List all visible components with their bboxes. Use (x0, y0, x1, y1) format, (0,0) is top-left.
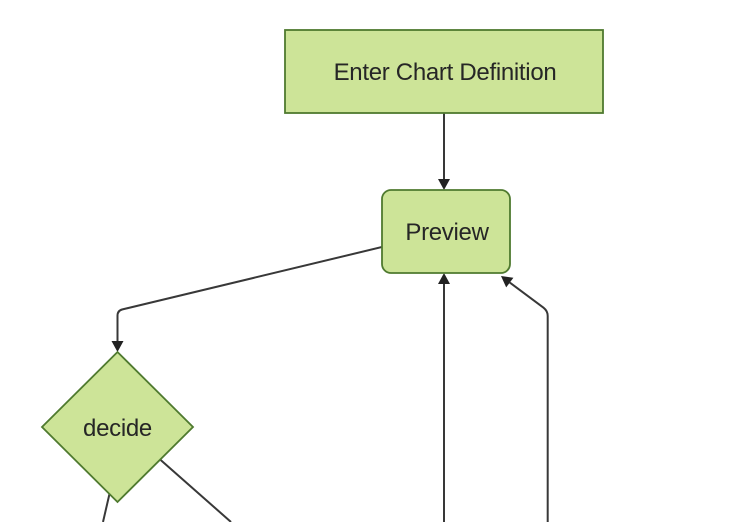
node-enter-chart-definition: Enter Chart Definition (284, 29, 604, 114)
edge-return-right-to-preview (501, 276, 549, 522)
edge-return-center-to-preview (438, 273, 450, 522)
edge-line (116, 246, 383, 342)
arrowhead-up-left-icon (501, 276, 514, 288)
node-decide: decide (40, 350, 195, 504)
edge-decide-branch-right (154, 454, 232, 522)
node-rect (284, 29, 604, 114)
node-label: Enter Chart Definition (334, 59, 557, 86)
edge-preview-to-decide (111, 246, 383, 352)
node-label: decide (83, 415, 152, 442)
node-preview: Preview (381, 189, 511, 274)
node-rounded-rect (381, 189, 511, 274)
arrowhead-up-icon (438, 273, 450, 284)
node-label: Preview (405, 219, 489, 246)
edge-enter-to-preview (438, 113, 450, 190)
node-diamond (40, 350, 195, 504)
arrowhead-down-icon (111, 341, 124, 352)
edge-line (154, 454, 232, 522)
edge-line (509, 281, 549, 522)
arrowhead-down-icon (438, 179, 450, 190)
